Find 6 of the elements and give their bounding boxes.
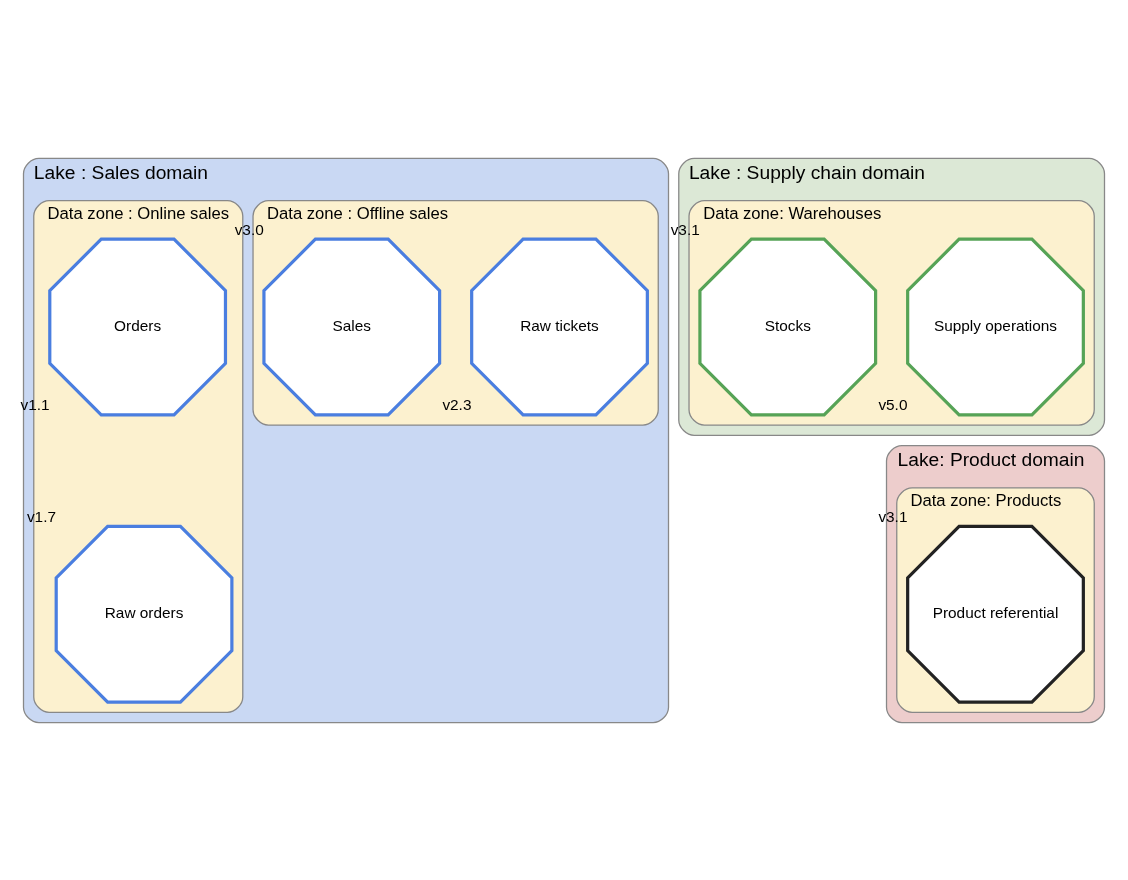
node-label: v3.1 <box>670 220 700 238</box>
node-label: v1.1 <box>20 395 50 413</box>
node-label: v3.0 <box>234 220 264 238</box>
node-label: v5.0 <box>878 395 908 413</box>
node-label: v2.3 <box>442 395 472 413</box>
node-label: v1.7 <box>26 507 56 525</box>
